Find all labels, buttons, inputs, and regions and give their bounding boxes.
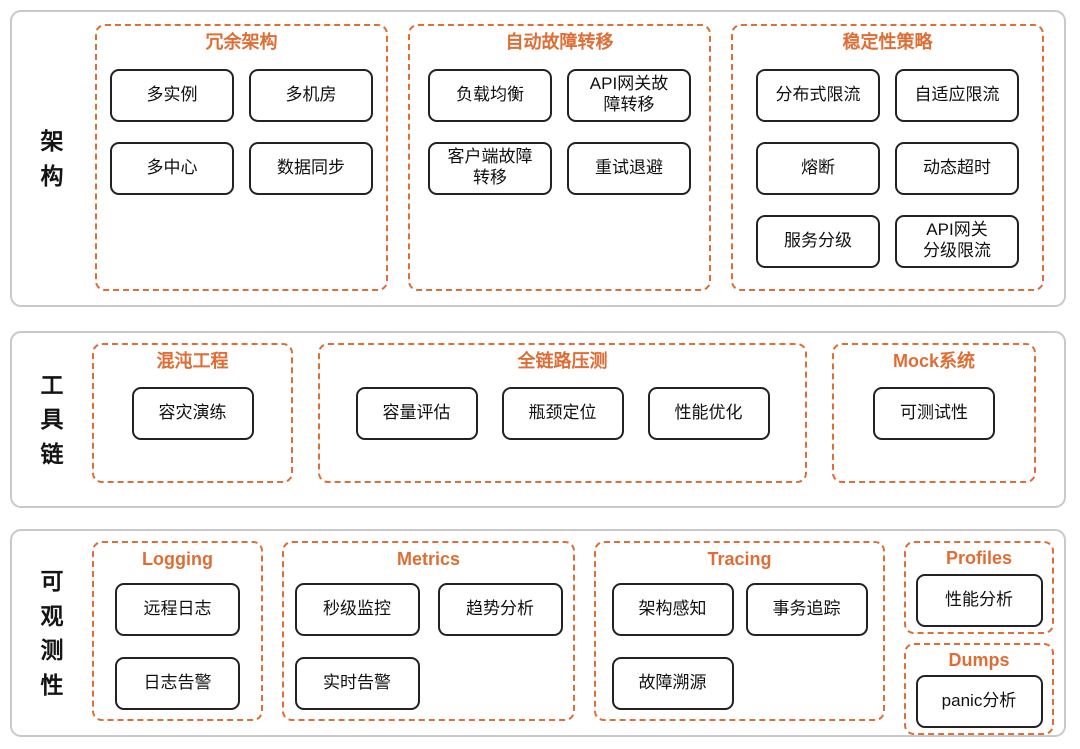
diagram-node: 数据同步 [249,141,373,195]
diagram-node: 动态超时 [895,141,1019,195]
group-row: 容灾演练 [100,386,285,440]
section-label-text: 工具链 [40,371,64,467]
section-observability: 可观测性 Logging 远程日志 日志告警 Metrics 秒级监控 趋势分析… [10,529,1066,737]
diagram-node: API网关 分级限流 [895,214,1019,268]
group-title-stability-strategy: 稳定性策略 [842,32,933,52]
diagram-node: 可测试性 [873,386,995,440]
group-title-profiles: Profiles [945,548,1013,568]
group-row: 可测试性 [840,386,1028,440]
section-toolchain: 工具链 混沌工程 容灾演练 全链路压测 容量评估 瓶颈定位 性能优化 Mock系… [10,331,1066,508]
diagram-node: API网关故 障转移 [567,68,691,122]
diagram-node: 服务分级 [756,214,880,268]
diagram-node: 多实例 [110,68,234,122]
group-grid: 负载均衡 API网关故 障转移 客户端故障 转移 重试退避 [416,68,703,195]
diagram-node: 分布式限流 [756,68,880,122]
group-title-tracing: Tracing [707,549,772,569]
diagram-node: 趋势分析 [437,582,563,636]
group-auto-failover: 自动故障转移 负载均衡 API网关故 障转移 客户端故障 转移 重试退避 [408,24,711,291]
group-profiles: Profiles 性能分析 [904,541,1054,634]
group-dumps: Dumps panic分析 [904,642,1054,735]
diagram-node: 性能优化 [647,386,770,440]
diagram-node: 日志告警 [115,656,240,710]
toolchain-groups: 混沌工程 容灾演练 全链路压测 容量评估 瓶颈定位 性能优化 Mock系统 可测… [92,333,1064,506]
diagram-node: 秒级监控 [294,582,420,636]
group-tracing: Tracing 架构感知 事务追踪 故障溯源 [594,541,885,721]
group-logging: Logging 远程日志 日志告警 [92,541,263,721]
group-full-link-stress-test: 全链路压测 容量评估 瓶颈定位 性能优化 [318,343,807,483]
group-grid: 分布式限流 自适应限流 熔断 动态超时 服务分级 API网关 分级限流 [739,68,1036,268]
section-label-observability: 可观测性 [12,531,92,735]
diagram-node: 重试退避 [567,141,691,195]
group-grid: 性能分析 [912,573,1046,627]
diagram-node: 多机房 [249,68,373,122]
diagram-node: 瓶颈定位 [501,386,624,440]
group-row: 容量评估 瓶颈定位 性能优化 [326,386,799,440]
diagram-node: 容量评估 [355,386,478,440]
group-title-logging: Logging [142,549,213,569]
diagram-node: 自适应限流 [895,68,1019,122]
group-grid: 多实例 多机房 多中心 数据同步 [103,68,380,195]
diagram-node: 多中心 [110,141,234,195]
group-title-mock-system: Mock系统 [892,351,975,371]
section-architecture: 架构 冗余架构 多实例 多机房 多中心 数据同步 自动故障转移 负载均衡 API… [10,10,1066,307]
diagram-node: 性能分析 [915,573,1043,627]
diagram-node: 容灾演练 [131,386,254,440]
diagram-node: 远程日志 [115,582,240,636]
group-grid: 架构感知 事务追踪 故障溯源 [602,582,877,710]
observability-groups: Logging 远程日志 日志告警 Metrics 秒级监控 趋势分析 实时告警… [92,531,1064,735]
diagram-node: 客户端故障 转移 [428,141,552,195]
group-stability-strategy: 稳定性策略 分布式限流 自适应限流 熔断 动态超时 服务分级 API网关 分级限… [731,24,1044,291]
group-chaos-engineering: 混沌工程 容灾演练 [92,343,293,483]
group-title-auto-failover: 自动故障转移 [505,32,614,52]
diagram-node: panic分析 [915,675,1043,728]
group-title-redundant-architecture: 冗余架构 [205,32,278,52]
diagram-node: 事务追踪 [745,582,868,636]
diagram-node: 架构感知 [611,582,734,636]
profiles-dumps-column: Profiles 性能分析 Dumps panic分析 [904,541,1054,735]
group-grid: 远程日志 日志告警 [100,582,255,710]
group-title-metrics: Metrics [396,549,461,569]
group-grid: 秒级监控 趋势分析 实时告警 [290,582,567,710]
section-label-architecture: 架构 [12,12,92,305]
diagram-node: 负载均衡 [428,68,552,122]
diagram-node: 故障溯源 [611,656,734,710]
diagram-node: 熔断 [756,141,880,195]
section-label-text: 架构 [40,128,64,189]
group-metrics: Metrics 秒级监控 趋势分析 实时告警 [282,541,575,721]
group-title-full-link-stress-test: 全链路压测 [517,351,608,371]
section-label-text: 可观测性 [40,568,64,698]
group-title-chaos-engineering: 混沌工程 [156,351,229,371]
group-redundant-architecture: 冗余架构 多实例 多机房 多中心 数据同步 [95,24,388,291]
architecture-groups: 冗余架构 多实例 多机房 多中心 数据同步 自动故障转移 负载均衡 API网关故… [92,12,1064,305]
diagram-node: 实时告警 [294,656,420,710]
group-mock-system: Mock系统 可测试性 [832,343,1036,483]
section-label-toolchain: 工具链 [12,333,92,506]
group-title-dumps: Dumps [948,649,1010,670]
group-grid: panic分析 [912,675,1046,728]
